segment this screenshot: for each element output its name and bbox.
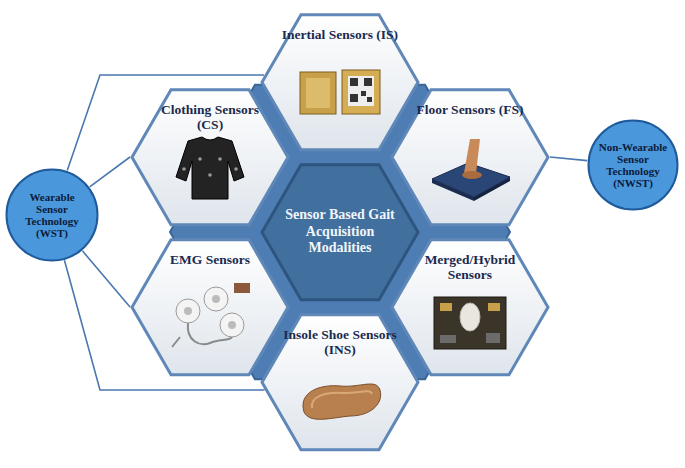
sensor-hexagon: EMG Sensors [130, 238, 290, 377]
circle-shape [7, 170, 98, 261]
shirt-sensor [208, 173, 212, 177]
chip-mark [367, 97, 372, 102]
hexagon-shape [262, 14, 418, 149]
center-hexagon: Sensor Based Gait Acquisition Modalities [260, 163, 420, 302]
circle-label: Wearable Sensor Technology (WST) [15, 191, 90, 239]
shirt-sensor [182, 167, 186, 171]
chip-mark [350, 78, 358, 86]
circuit-board [434, 297, 506, 349]
hexagon-shape [132, 239, 288, 374]
hexagon-shape [392, 239, 548, 374]
circle-shape [589, 121, 678, 210]
sensor-dome [460, 303, 480, 331]
chip-lid [306, 78, 330, 108]
emg-amplifier [234, 283, 250, 293]
bracket-line [90, 157, 130, 187]
electrode-snap [184, 307, 192, 315]
electrode-pad [220, 313, 244, 337]
hexagon-title: Merged/Hybrid Sensors [411, 252, 529, 283]
shirt-sensor [198, 157, 202, 161]
bracket-line [82, 251, 130, 307]
circle-label: Non-Wearable Sensor Technology (NWST) [596, 141, 670, 189]
hexagon-title: Inertial Sensors (IS) [281, 27, 399, 43]
hexagon-shape [262, 164, 418, 299]
chip-mark [350, 94, 358, 102]
foot-shape [462, 171, 482, 179]
hexagon-shape [392, 89, 548, 224]
group-circle: Non-Wearable Sensor Technology (NWST) [587, 119, 679, 211]
insole-trim [312, 391, 372, 408]
hexagon-title: Clothing Sensors (CS) [151, 102, 269, 133]
board-part [488, 303, 500, 311]
board-part [486, 333, 500, 343]
sensor-hexagon: Floor Sensors (FS) [390, 88, 550, 227]
electrode-snap [212, 295, 220, 303]
chip-body [342, 70, 380, 114]
electrode-pad [176, 299, 200, 323]
chip-lid [348, 76, 374, 106]
hexagon-title: EMG Sensors [151, 252, 269, 268]
electrode-snap [228, 321, 236, 329]
chip-body [300, 72, 336, 114]
chip-mark [364, 78, 372, 86]
hexagon-shape [132, 89, 288, 224]
board-part [440, 335, 456, 343]
chip-mark [361, 91, 366, 96]
hexagon-shape [262, 314, 418, 449]
center-title: Sensor Based Gait Acquisition Modalities [276, 207, 404, 257]
sensor-hexagon: Inertial Sensors (IS) [260, 13, 420, 152]
sensor-hexagon: Clothing Sensors (CS) [130, 88, 290, 227]
hexagon-title: Insole Shoe Sensors (INS) [281, 327, 399, 358]
shirt-sensor [234, 167, 238, 171]
hexagon-title: Floor Sensors (FS) [411, 102, 529, 118]
sensor-hexagon: Merged/Hybrid Sensors [390, 238, 550, 377]
electrode-pad [204, 287, 228, 311]
board-part [440, 303, 452, 311]
hybrid-board-picture [434, 297, 506, 349]
bracket-line [550, 157, 587, 161]
group-circle: Wearable Sensor Technology (WST) [5, 168, 99, 262]
sensor-hexagon: Insole Shoe Sensors (INS) [260, 313, 420, 452]
shirt-sensor [218, 157, 222, 161]
